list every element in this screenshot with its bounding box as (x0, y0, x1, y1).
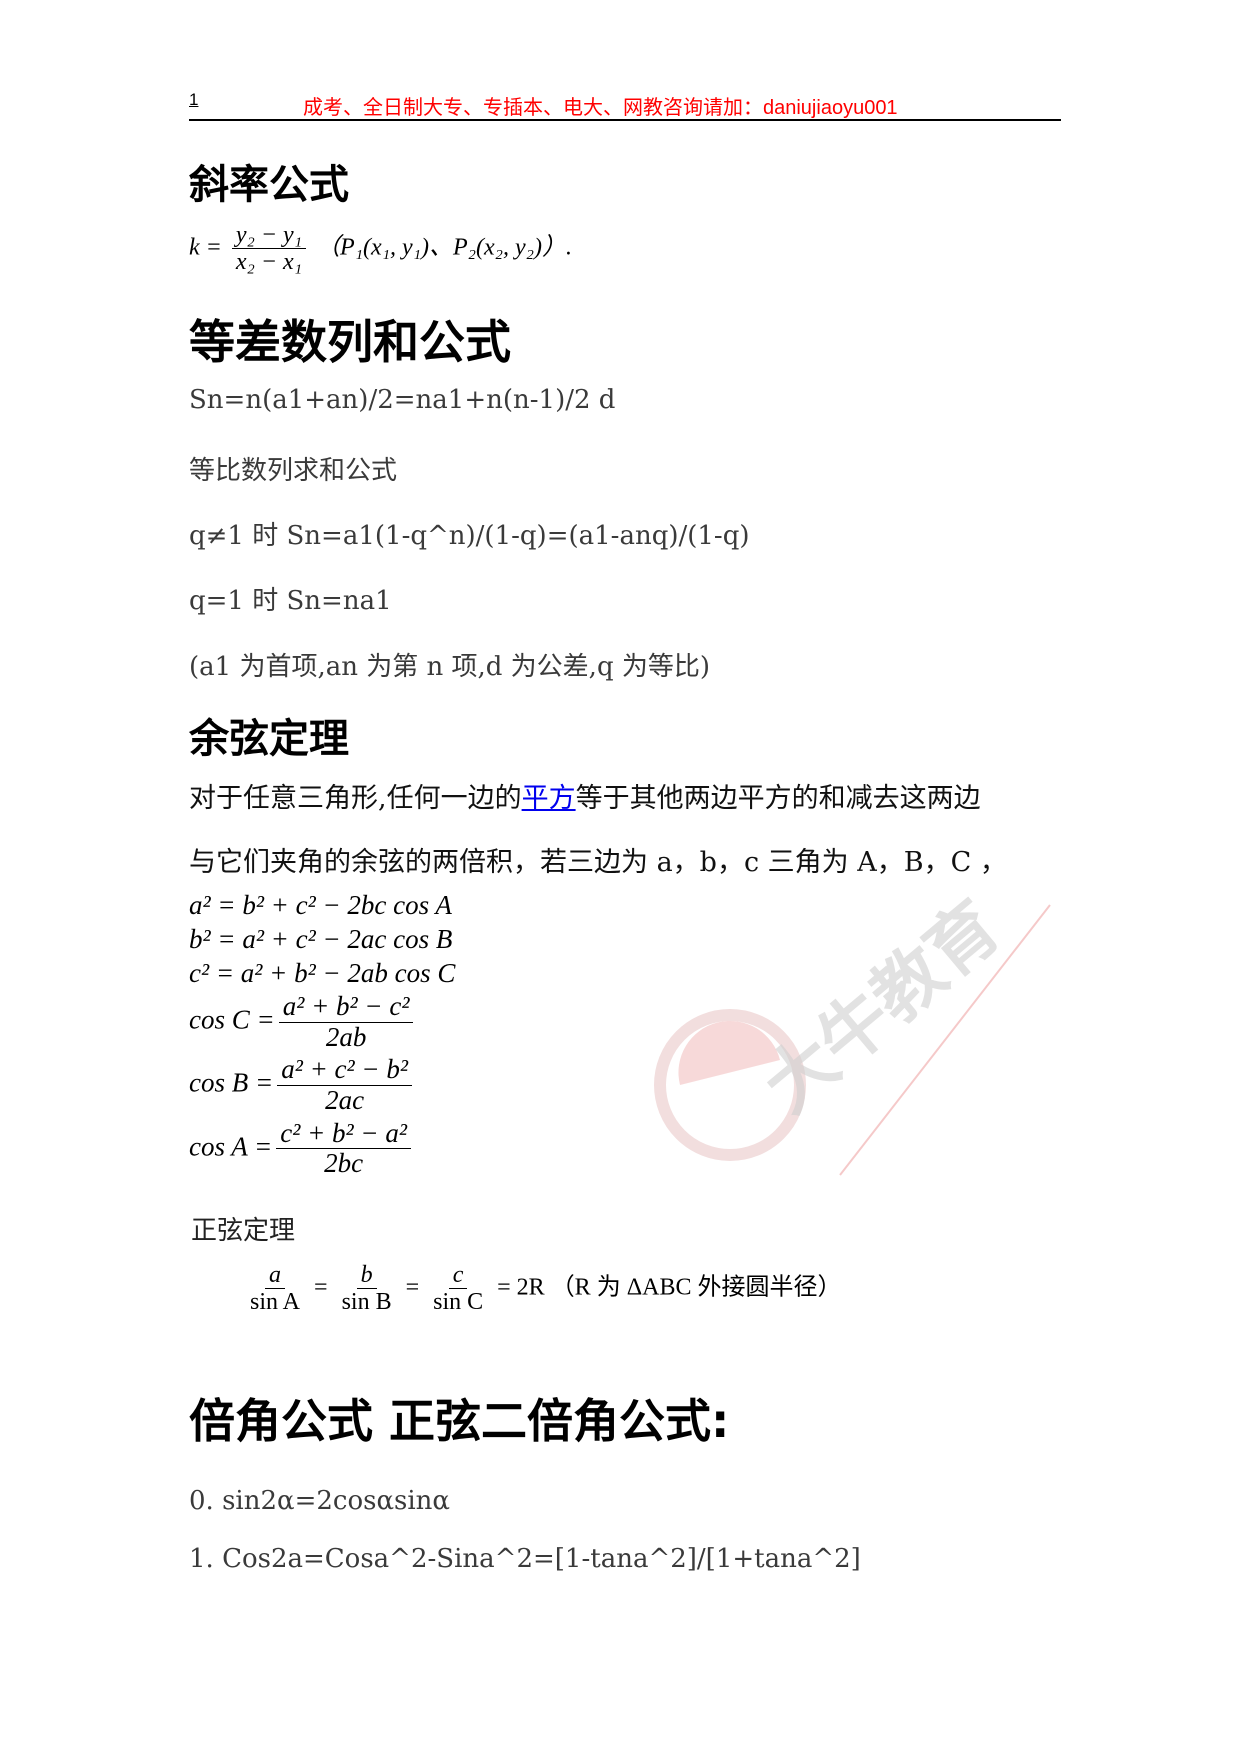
header-divider (189, 119, 1061, 121)
denominator: sin A (250, 1289, 301, 1316)
watermark-arc (678, 1020, 780, 1085)
lhs: cos B = (189, 1067, 274, 1098)
slope-note: （P₁(x₁, y₁)、P₂(x₂, y₂)）. (316, 234, 573, 261)
double-line: 0. sin2α=2cosαsinα (189, 1486, 450, 1516)
heading-slope: 斜率公式 (189, 162, 349, 208)
cosine-paragraph-1: 对于任意三角形,任何一边的平方等于其他两边平方的和减去这两边 (189, 776, 981, 815)
equals: = (314, 1274, 328, 1301)
numerator: a² + c² − b² (277, 1055, 412, 1087)
double-line: 1. Cos2a=Cosa^2-Sina^2=[1-tana^2]/[1+tan… (189, 1544, 861, 1574)
watermark-text: 大牛教育 (748, 885, 1015, 1128)
cosine-formulas: a² = b² + c² − 2bc cos A b² = a² + c² − … (189, 890, 455, 1179)
link-square[interactable]: 平方 (521, 783, 576, 814)
arith-line: Sn=n(a1+an)/2=na1+n(n-1)/2 d (189, 385, 616, 415)
heading-cosine: 余弦定理 (189, 716, 349, 762)
lhs: cos C = (189, 1004, 275, 1035)
denominator: 2ab (325, 1021, 367, 1052)
heading-double-angle: 倍角公式 正弦二倍角公式: (189, 1394, 730, 1448)
cosine-law-c: c² = a² + b² − 2ab cos C (189, 958, 456, 988)
sine-note: （R 为 ΔABC 外接圆半径） (550, 1274, 842, 1301)
watermark-logo: 大牛教育 (654, 885, 1051, 1176)
lhs: cos A = (189, 1131, 273, 1162)
page-number: 1 (189, 90, 199, 109)
cosine-law-b: b² = a² + c² − 2ac cos B (189, 924, 453, 954)
numerator: a² + b² − c² (278, 991, 414, 1023)
numerator: a (265, 1262, 285, 1290)
watermark-circle (654, 1009, 806, 1161)
cosine-paragraph-2: 与它们夹角的余弦的两倍积，若三边为 a，b，c 三角为 A，B，C ， (189, 847, 1007, 878)
denominator: sin C (433, 1289, 484, 1316)
arith-line: 等比数列求和公式 (189, 456, 398, 486)
text: 对于任意三角形,任何一边的 (189, 783, 522, 814)
numerator: c (448, 1262, 468, 1290)
cosine-law-a: a² = b² + c² − 2bc cos A (189, 890, 452, 920)
denominator: sin B (341, 1289, 392, 1316)
numerator: b (356, 1262, 377, 1290)
watermark-line (839, 904, 1051, 1176)
denominator: 2bc (324, 1148, 364, 1179)
arith-line: q=1 时 Sn=na1 (189, 586, 392, 616)
denominator: 2ac (325, 1085, 365, 1116)
slope-denominator: x₂ − x₁ (235, 249, 303, 276)
slope-lhs: k = (189, 234, 222, 261)
heading-sine: 正弦定理 (191, 1216, 296, 1246)
arith-line: q≠1 时 Sn=a1(1-q^n)/(1-q)=(a1-anq)/(1-q) (189, 521, 750, 551)
numerator: c² + b² − a² (276, 1118, 411, 1150)
header-banner: 成考、全日制大专、专插本、电大、网教咨询请加：daniujiaoyu001 (303, 97, 898, 119)
arith-line: (a1 为首项,an 为第 n 项,d 为公差,q 为等比) (189, 652, 710, 682)
heading-arith: 等差数列和公式 (189, 315, 511, 369)
text: 等于其他两边平方的和减去这两边 (575, 783, 981, 814)
rhs: = 2R (497, 1274, 545, 1301)
slope-numerator: y₂ − y₁ (231, 222, 307, 250)
equals: = (405, 1274, 420, 1301)
